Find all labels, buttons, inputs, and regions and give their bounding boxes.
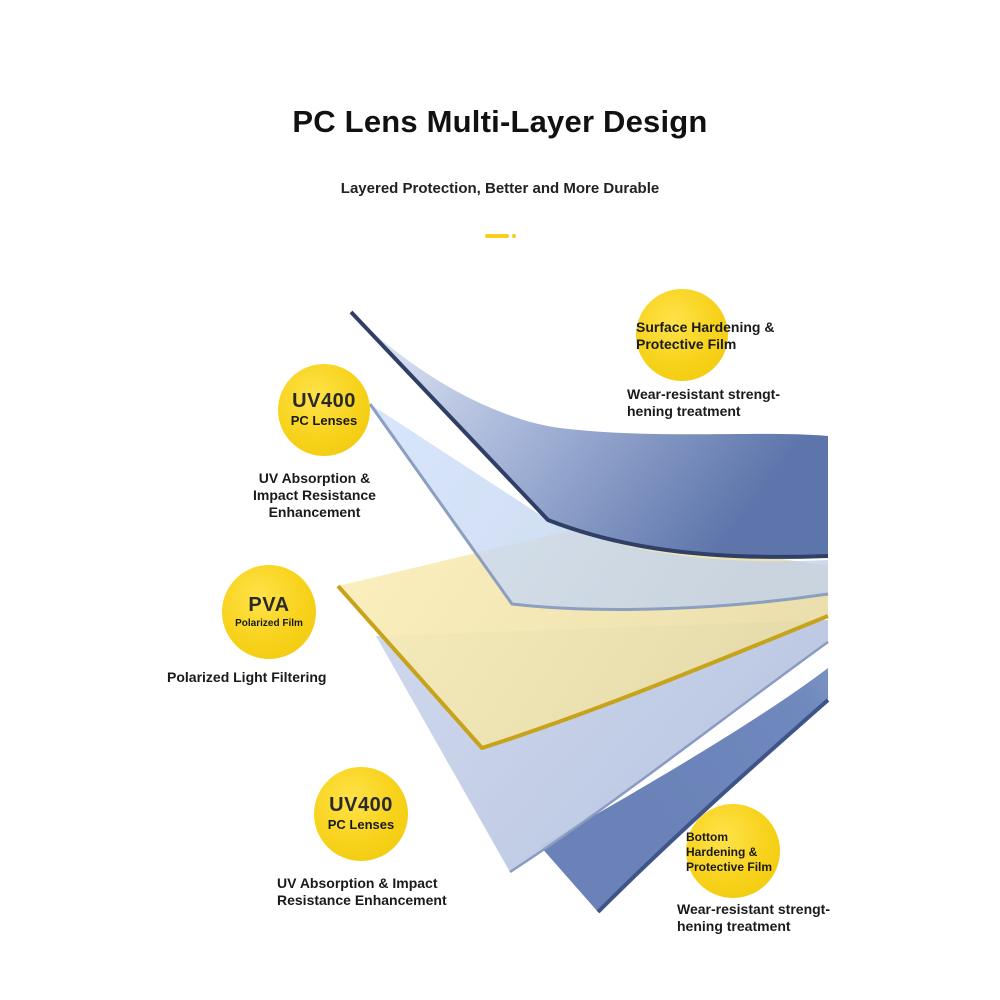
accent-bar [485,234,509,238]
uv-bottom-desc-line-2: Resistance Enhancement [277,892,447,908]
uv400-bottom-badge: UV400 PC Lenses [314,767,408,861]
bottom-badge-line-3: Protective Film [686,860,773,874]
bottom-desc-line-2: hening treatment [677,918,791,934]
pva-badge: PVA Polarized Film [222,565,316,659]
pva-edge [336,584,829,750]
uv400-top-title: UV400 [292,390,356,413]
uv400-top-desc: UV Absorption & Impact Resistance Enhanc… [252,470,377,521]
uv-top-desc-line-2: Impact Resistance [253,487,376,503]
pva-desc: Polarized Light Filtering [167,669,326,686]
surface-badge-line-2: Protective Film [636,336,737,352]
bottom-hardening-desc: Wear-resistant strengt- hening treatment [677,901,830,935]
pc-layer [370,404,828,610]
surface-desc-line-2: hening treatment [627,403,741,419]
uv-top-desc-line-1: UV Absorption & [258,470,371,486]
pva-subtitle: Polarized Film [235,618,303,629]
bottom-hardening-badge: Bottom Hardening & Protective Film [686,804,780,898]
surface-hardening-desc: Wear-resistant strengt- hening treatment [627,386,780,420]
uv-top-desc-line-3: Enhancement [268,504,361,520]
bottom-badge-line-2: Hardening & [686,845,758,859]
accent-dot [512,234,516,238]
page-title: PC Lens Multi-Layer Design [292,104,708,139]
pc-edge [368,403,829,611]
bottom-pc-edge [509,640,829,874]
bottom-hardening-layer [540,668,828,912]
surface-hardening-badge: Surface Hardening & Protective Film [636,289,774,381]
pva-title: PVA [248,594,290,616]
uv400-bottom-title: UV400 [329,794,393,817]
uv400-bottom-subtitle: PC Lenses [327,817,395,833]
uv400-top-badge: UV400 PC Lenses [278,364,370,456]
bottom-badge-line-1: Bottom [686,830,728,844]
surface-badge-line-1: Surface Hardening & [636,319,775,335]
page-subtitle: Layered Protection, Better and More Dura… [340,180,660,197]
uv-bottom-desc-line-1: UV Absorption & Impact [277,875,438,891]
top-hardening-edge [349,310,829,559]
bottom-hardening-edge [596,698,830,914]
surface-desc-line-1: Wear-resistant strengt- [627,386,781,402]
top-hardening-layer [351,312,828,557]
uv400-top-subtitle: PC Lenses [290,413,358,429]
uv400-bottom-desc: UV Absorption & Impact Resistance Enhanc… [277,875,447,909]
pva-desc-line-1: Polarized Light Filtering [167,669,327,685]
bottom-desc-line-1: Wear-resistant strengt- [677,901,831,917]
